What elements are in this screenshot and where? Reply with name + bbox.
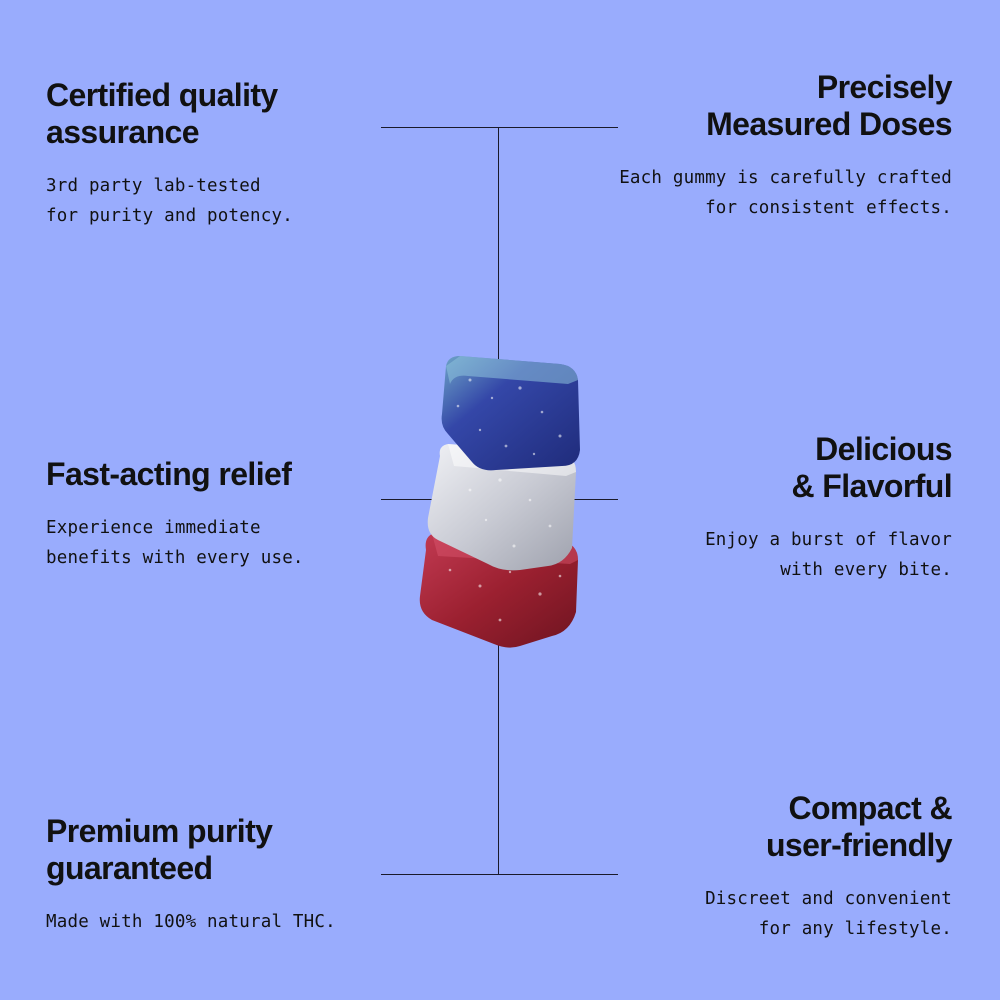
feature-title: Compact & user-friendly (765, 790, 953, 863)
feature-title: Premium purity guaranteed (46, 813, 273, 886)
feature-description: Experience immediate benefits with every… (46, 518, 304, 568)
gummy-stack-image (419, 356, 580, 648)
feature-quality-assurance: Certified quality assurance 3rd party la… (46, 77, 476, 231)
feature-delicious-flavorful: Delicious & Flavorful Enjoy a burst of f… (522, 431, 953, 585)
feature-title: Fast-acting relief (46, 456, 292, 492)
feature-title: Certified quality assurance (46, 77, 278, 150)
feature-description: Made with 100% natural THC. (46, 912, 336, 932)
feature-premium-purity: Premium purity guaranteed Made with 100%… (46, 813, 476, 937)
connector-top-line (381, 127, 618, 128)
connector-bottom-line (381, 874, 618, 875)
blue-gummy (441, 356, 580, 471)
sugar-sparkles (448, 378, 562, 622)
feature-title: Precisely Measured Doses (706, 69, 953, 142)
feature-description: Discreet and convenient for any lifestyl… (705, 889, 952, 939)
feature-description: Each gummy is carefully crafted for cons… (619, 168, 952, 218)
feature-title: Delicious & Flavorful (791, 431, 952, 504)
feature-fast-acting-relief: Fast-acting relief Experience immediate … (46, 456, 476, 573)
feature-description: Enjoy a burst of flavor with every bite. (705, 530, 952, 580)
feature-description: 3rd party lab-tested for purity and pote… (46, 176, 293, 226)
feature-measured-doses: Precisely Measured Doses Each gummy is c… (522, 69, 952, 223)
connector-lower-vertical (498, 640, 499, 874)
connector-upper-vertical (498, 127, 499, 367)
feature-compact-user-friendly: Compact & user-friendly Discreet and con… (522, 790, 953, 944)
